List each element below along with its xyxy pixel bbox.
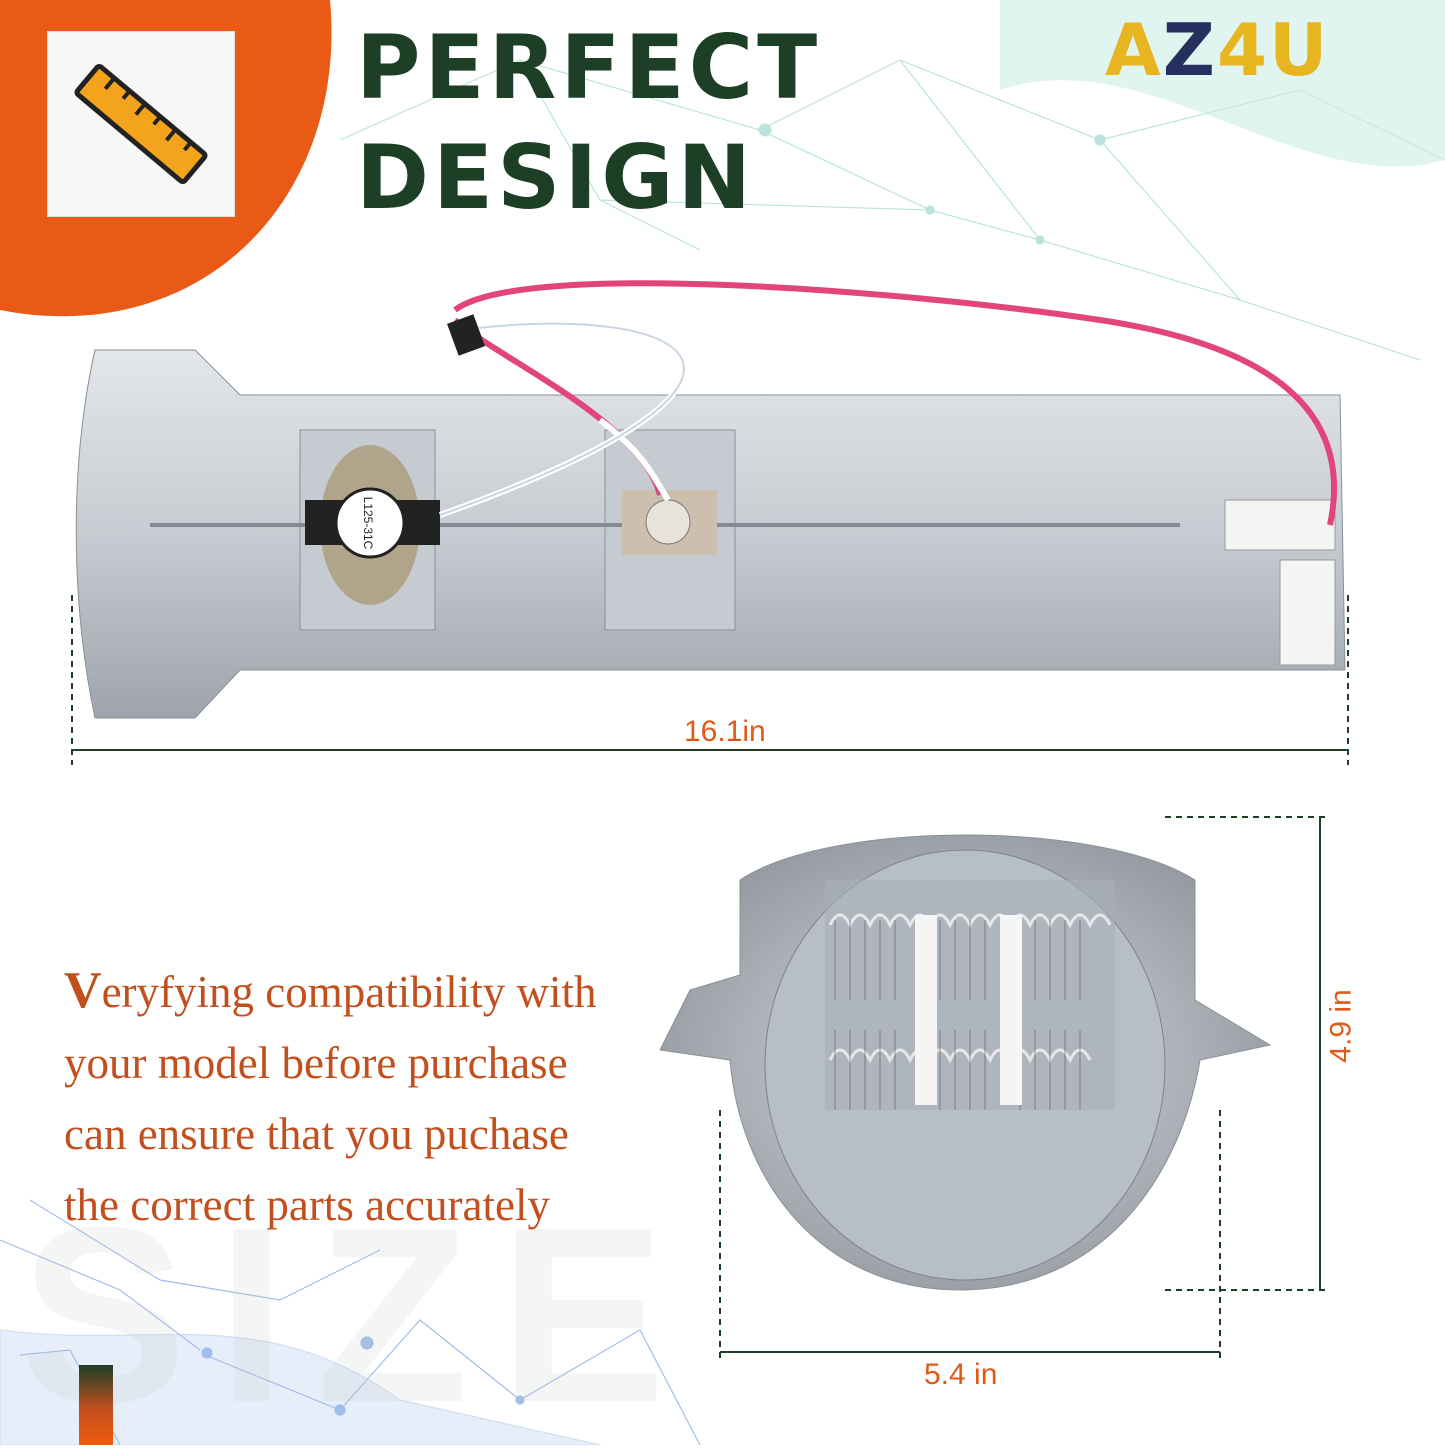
thermostat-label: L125-31C bbox=[361, 497, 375, 550]
logo-a: A bbox=[1105, 8, 1163, 92]
thermostat bbox=[334, 487, 406, 559]
compatibility-note: Veryfying compatibility with your model … bbox=[64, 955, 624, 1241]
size-watermark: SIZE bbox=[20, 1175, 696, 1454]
note-line-1: eryfying compatibility with bbox=[101, 967, 597, 1017]
length-dimension-label: 16.1in bbox=[684, 715, 766, 748]
brand-logo: AZ4U bbox=[1105, 8, 1330, 92]
note-line-4: the correct parts accurately bbox=[64, 1180, 550, 1230]
title-line-2: DESIGN bbox=[356, 126, 756, 229]
drop-cap: V bbox=[64, 962, 102, 1019]
note-line-2: your model before purchase bbox=[64, 1038, 568, 1088]
logo-4u: 4U bbox=[1216, 8, 1330, 92]
width-dimension-label: 5.4 in bbox=[924, 1358, 998, 1391]
logo-z: Z bbox=[1162, 8, 1217, 92]
title-line-1: PERFECT bbox=[356, 16, 822, 119]
ruler-icon bbox=[74, 63, 208, 185]
ruler-icon-box bbox=[48, 32, 234, 216]
note-line-3: can ensure that you puchase bbox=[64, 1109, 569, 1159]
accent-bar bbox=[79, 1365, 113, 1445]
height-dimension-label: 4.9 in bbox=[1324, 989, 1358, 1063]
